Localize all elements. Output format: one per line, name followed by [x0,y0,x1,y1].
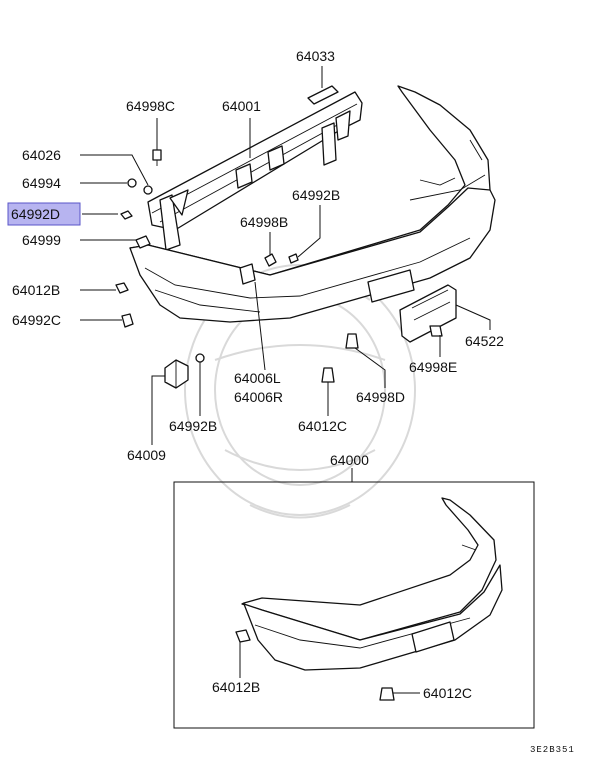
highlight-box-64992D [7,202,81,226]
label-64012B-box[interactable]: 64012B [212,679,260,695]
label-64012C-mid[interactable]: 64012C [298,418,347,434]
label-64998C[interactable]: 64998C [126,98,175,114]
diagram-code: 3E2B351 [530,745,575,755]
label-64992D[interactable]: 64992D [11,206,60,222]
label-64994[interactable]: 64994 [22,175,61,191]
label-64033[interactable]: 64033 [296,48,335,64]
assembly-box-64000 [173,481,535,729]
hanger-64006-drawing [239,263,256,285]
leader-lines [80,66,491,694]
label-64009[interactable]: 64009 [127,447,166,463]
label-64998D[interactable]: 64998D [356,389,405,405]
label-64992C[interactable]: 64992C [12,312,61,328]
label-64998B[interactable]: 64998B [240,214,288,230]
bumper-cover-drawing [129,85,496,323]
label-64026[interactable]: 64026 [22,147,61,163]
label-64012B-left[interactable]: 64012B [12,282,60,298]
label-64998E[interactable]: 64998E [409,359,457,375]
label-64000[interactable]: 64000 [330,452,369,468]
reinforcement-64001-drawing [147,91,363,251]
label-64522[interactable]: 64522 [465,333,504,349]
bracket-64522-drawing [399,284,457,343]
label-64006R[interactable]: 64006R [234,389,283,405]
label-64992B-low[interactable]: 64992B [169,418,217,434]
bracket-64009-drawing [164,359,189,389]
label-64012C-box[interactable]: 64012C [423,685,472,701]
label-64992B-top[interactable]: 64992B [292,187,340,203]
label-64999[interactable]: 64999 [22,232,61,248]
label-64006L[interactable]: 64006L [234,370,281,386]
label-64001[interactable]: 64001 [222,98,261,114]
pad-64033-drawing [307,85,339,105]
